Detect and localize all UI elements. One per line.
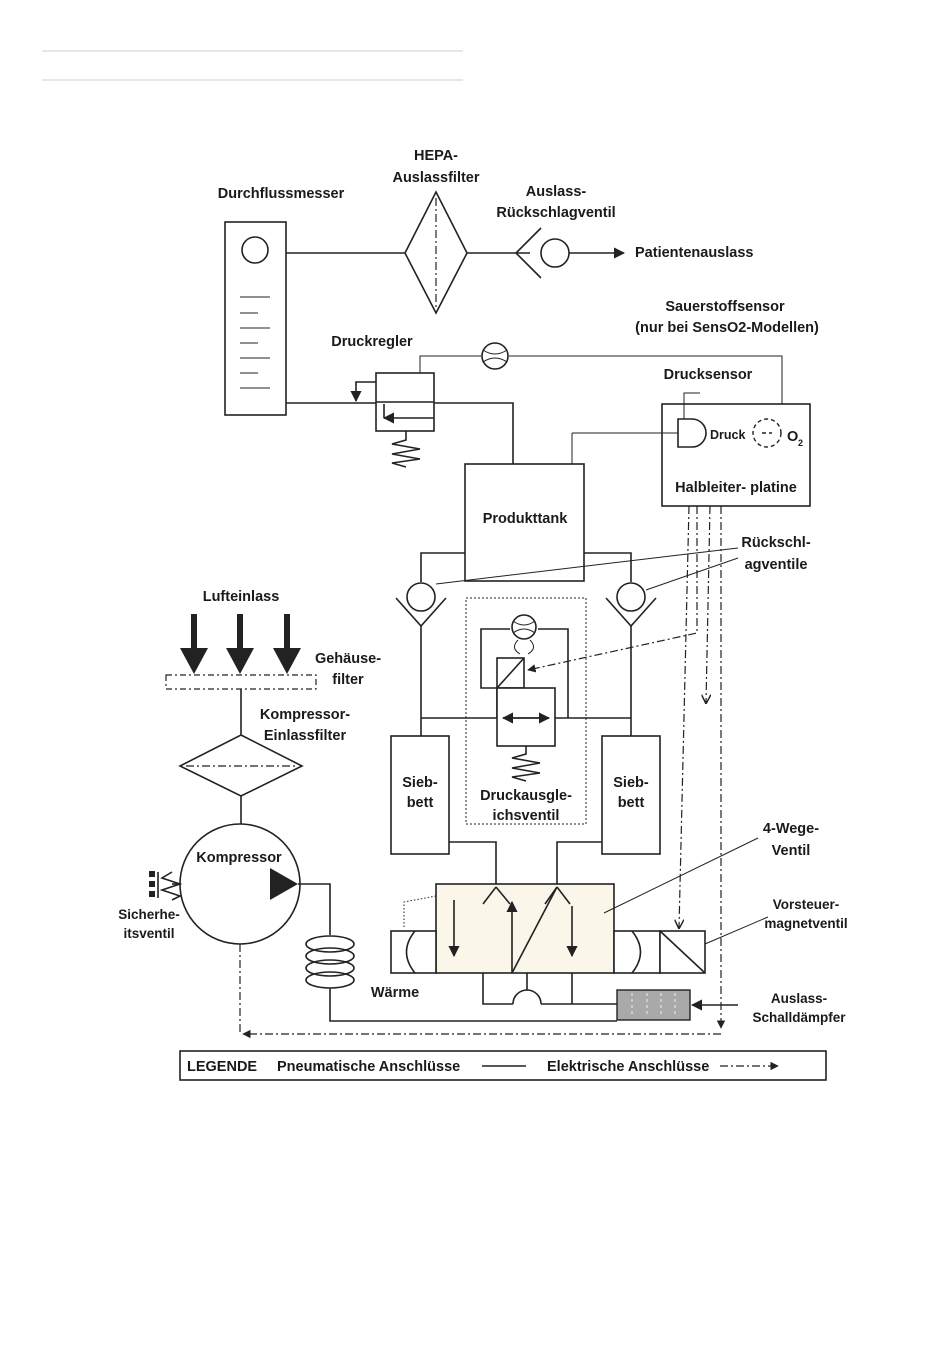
pilot-solenoid-valve — [659, 930, 706, 974]
leader-four-way — [603, 837, 759, 914]
label-sauerstoff-1: Sauerstoffsensor — [665, 299, 785, 315]
label-o2-sub: 2 — [798, 438, 803, 448]
pipe-compressor-coil — [298, 883, 331, 935]
label-lufteinlass: Lufteinlass — [203, 589, 280, 605]
legend-pneumatic: Pneumatische Anschlüsse — [277, 1059, 460, 1075]
leader-pilot — [704, 916, 769, 945]
label-produkttank: Produkttank — [483, 511, 569, 527]
product-tank — [464, 463, 585, 582]
compressor-inlet-filter — [178, 734, 304, 797]
check-valve-left — [395, 582, 447, 628]
label-vierwege-1: 4-Wege- — [763, 821, 819, 837]
oxygen-sensor — [752, 418, 782, 448]
four-way-valve-paths — [448, 886, 578, 974]
pressure-regulator — [375, 372, 435, 468]
solenoid-right — [613, 930, 661, 974]
label-patientenauslass: Patientenauslass — [635, 245, 753, 261]
label-durchflussmesser: Durchflussmesser — [218, 186, 345, 202]
pipe-coil-valve — [329, 988, 617, 1022]
muffler-lines — [631, 993, 676, 1017]
label-gehaeuse-1: Gehäuse- — [315, 651, 381, 667]
outlet-check-valve — [514, 227, 570, 279]
regulator-feedback — [350, 381, 376, 403]
label-sicher-1: Sicherhe- — [118, 907, 180, 922]
label-auslass-1: Auslass- — [526, 184, 587, 200]
label-sicher-2: itsventil — [123, 926, 174, 941]
four-way-valve — [435, 883, 615, 974]
pressure-equalization-valve — [480, 614, 569, 782]
label-druckausgl-1: Druckausgle- — [480, 788, 572, 804]
label-hepa-2: Auslassfilter — [392, 170, 479, 186]
flowmeter — [224, 221, 287, 416]
legend-title: LEGENDE — [187, 1059, 257, 1075]
pipe-bridge — [512, 989, 542, 1005]
heat-exchanger-coil — [305, 935, 355, 989]
exhaust-muffler — [616, 989, 691, 1021]
safety-valve — [149, 871, 183, 901]
label-druck: Druck — [710, 428, 745, 442]
label-druckausgl-2: ichsventil — [493, 808, 560, 824]
label-vierwege-2: Ventil — [772, 843, 811, 859]
elec-board-down — [706, 505, 710, 703]
elec-board-pilot — [679, 505, 690, 928]
label-kompein-1: Kompressor- — [260, 707, 350, 723]
label-halbleiter: Halbleiter- platine — [675, 480, 797, 496]
pipe-tank-left — [420, 552, 465, 582]
air-inlet-arrows — [180, 614, 301, 674]
label-auslass-2: Rückschlagventil — [496, 205, 615, 221]
pressure-sensor — [677, 392, 707, 448]
pipe-valve-exhaust-left — [482, 973, 513, 1005]
legend-electric: Elektrische Anschlüsse — [547, 1059, 709, 1075]
label-siebbett-l2: bett — [407, 795, 434, 811]
restrictor — [481, 342, 509, 370]
pipe-sieve-left-valve — [449, 841, 497, 884]
label-siebbett-r1: Sieb- — [613, 775, 649, 791]
pipe-tank-right — [584, 552, 632, 582]
sieve-bed-left — [390, 735, 450, 855]
label-kompein-2: Einlassfilter — [264, 728, 347, 744]
pipe-regulator-tank — [434, 402, 514, 464]
label-o2: O — [787, 429, 798, 445]
pipe-regulator-sensor — [419, 355, 481, 373]
label-waerme: Wärme — [371, 985, 419, 1001]
label-drucksensor: Drucksensor — [664, 367, 753, 383]
label-rueck-1: Rückschl- — [741, 535, 810, 551]
compressor — [179, 823, 301, 945]
label-hepa-1: HEPA- — [414, 148, 458, 164]
label-gehaeuse-2: filter — [332, 672, 364, 688]
equalization-group — [465, 597, 587, 825]
label-druckregler: Druckregler — [331, 334, 413, 350]
pipe-restrictor-o2sensor — [509, 355, 783, 412]
elec-board-equalizer — [527, 506, 698, 673]
dotted-link — [403, 895, 437, 928]
label-schall-2: Schalldämpfer — [752, 1010, 846, 1025]
label-schall-1: Auslass- — [771, 991, 827, 1006]
sieve-bed-right — [601, 735, 661, 855]
label-vorsteuer-1: Vorsteuer- — [773, 897, 840, 912]
label-siebbett-l1: Sieb- — [402, 775, 438, 791]
pipe-sieve-right-valve — [556, 841, 602, 884]
label-vorsteuer-2: magnetventil — [764, 916, 847, 931]
label-kompressor: Kompressor — [196, 850, 282, 866]
hepa-outlet-filter — [404, 190, 468, 315]
label-siebbett-r2: bett — [618, 795, 645, 811]
label-rueck-2: agventile — [745, 557, 808, 573]
leader-check-right — [645, 557, 739, 591]
label-sauerstoff-2: (nur bei SensO2-Modellen) — [635, 320, 819, 336]
solenoid-left — [390, 930, 437, 974]
housing-filter — [165, 674, 317, 690]
